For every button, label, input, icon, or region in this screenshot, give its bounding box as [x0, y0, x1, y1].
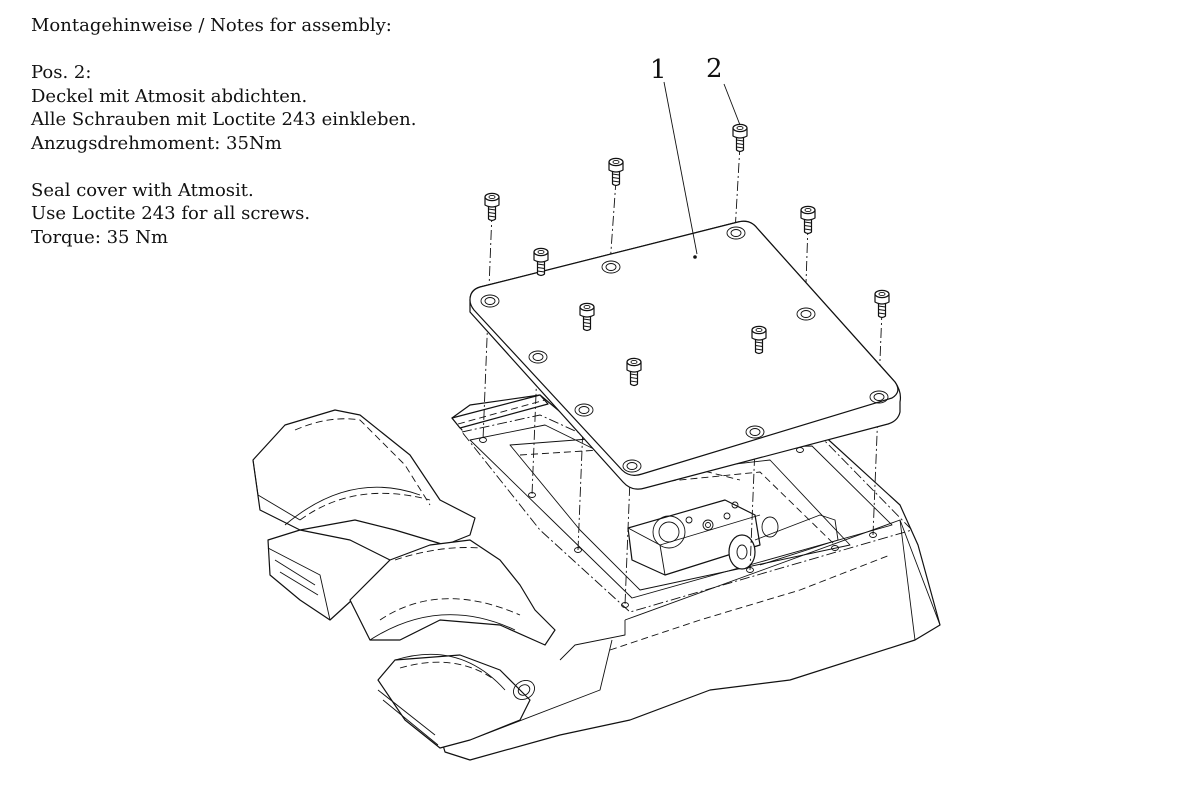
screw [626, 357, 642, 387]
cover-center-mark [693, 255, 697, 259]
notes-english-line-3: Torque: 35 Nm [31, 226, 169, 248]
notes-english-line-1: Seal cover with Atmosit. [31, 179, 254, 201]
notes-german-line-2: Alle Schrauben mit Loctite 243 einkleben… [31, 109, 417, 130]
housing-screw-holes [479, 437, 877, 608]
housing-body [252, 394, 941, 761]
screw [608, 157, 624, 187]
cover-plate [469, 220, 902, 490]
cover-holes [480, 226, 889, 473]
callout-1-label: 1 [650, 55, 667, 85]
callout-2-leader [723, 83, 741, 126]
callout-2-label: 2 [706, 54, 723, 84]
screw [533, 247, 549, 277]
screws [484, 123, 890, 387]
notes-english-line-2: Use Loctite 243 for all screws. [31, 203, 311, 224]
screw [751, 325, 767, 355]
callout-1-leader [663, 81, 698, 255]
callouts: 1 2 [650, 54, 741, 255]
screw [800, 205, 816, 235]
screw [579, 302, 595, 332]
notes-heading: Montagehinweise / Notes for assembly: [31, 15, 392, 36]
screw [484, 192, 500, 222]
screw [874, 289, 890, 319]
assembly-notes: Montagehinweise / Notes for assembly: Po… [31, 14, 416, 249]
notes-position: Pos. 2: [31, 62, 92, 83]
notes-german-line-1: Deckel mit Atmosit abdichten. [31, 85, 308, 107]
screw [732, 123, 748, 153]
notes-german-line-3: Anzugsdrehmoment: 35Nm [31, 132, 282, 154]
